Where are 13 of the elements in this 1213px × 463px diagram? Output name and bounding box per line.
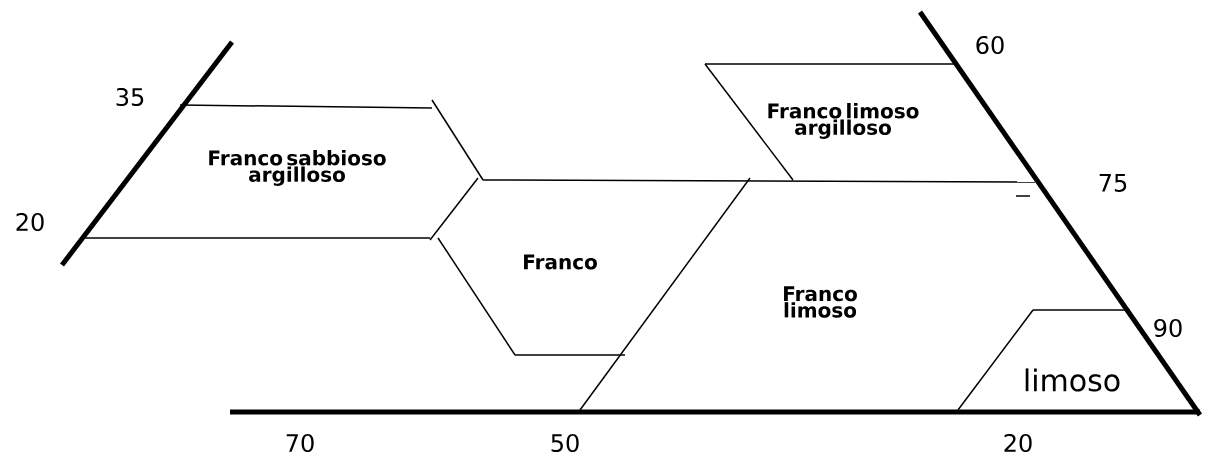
axis-value: 50	[551, 433, 579, 453]
axis-value: 90	[1154, 318, 1182, 338]
region-label: Franco limoso argilloso	[768, 103, 919, 139]
axis-value: 35	[116, 87, 144, 107]
region-label: Franco limoso	[784, 286, 857, 318]
region-label: Franco sabbioso argilloso	[209, 150, 386, 186]
region-label: Franco	[524, 254, 597, 270]
region-label: limoso	[1025, 368, 1120, 392]
axis-value: 60	[976, 35, 1004, 55]
axis-value: 20	[16, 212, 44, 232]
axis-value: 75	[1099, 174, 1127, 192]
axis-value: 70	[286, 433, 314, 453]
axis-value: 20	[1004, 433, 1032, 453]
